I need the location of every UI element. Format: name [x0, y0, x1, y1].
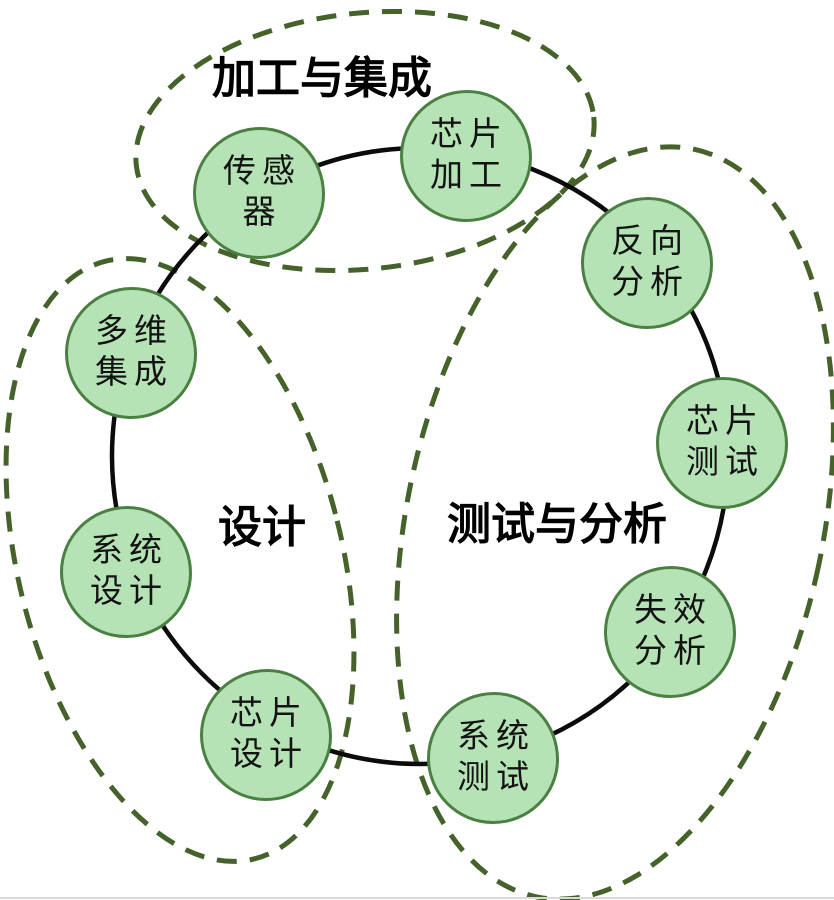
node-reverse-analysis-line1: 反向	[611, 224, 689, 260]
node-multidim-integration-line2: 集成	[95, 355, 173, 391]
node-failure-analysis-line2: 分析	[634, 634, 712, 670]
node-system-design-line1: 系统	[90, 533, 168, 569]
group-ellipse-design	[3, 256, 357, 864]
node-sensor-line1: 传感	[223, 154, 301, 190]
node-reverse-analysis[interactable]: 反向 分析	[581, 197, 713, 329]
node-chip-testing-line2: 测试	[686, 445, 764, 481]
node-chip-processing-line2: 加工	[430, 158, 508, 194]
node-multidim-integration-line1: 多维	[95, 314, 173, 350]
node-chip-testing[interactable]: 芯片 测试	[656, 377, 788, 509]
node-system-testing-line1: 系统	[457, 719, 535, 755]
node-failure-analysis-line1: 失效	[634, 593, 712, 629]
node-multidim-integration[interactable]: 多维 集成	[65, 287, 197, 419]
node-system-design-line2: 设计	[90, 574, 168, 610]
group-ellipse-testing-analysis	[394, 144, 834, 900]
node-sensor-line2: 器	[242, 195, 282, 231]
node-system-design[interactable]: 系统 设计	[60, 506, 192, 638]
node-failure-analysis[interactable]: 失效 分析	[604, 566, 736, 698]
node-chip-design-line1: 芯片	[230, 696, 308, 732]
group-ellipse-processing-integration	[133, 8, 597, 274]
node-system-testing-line2: 测试	[457, 760, 535, 796]
node-sensor[interactable]: 传感 器	[193, 127, 325, 259]
group-label-design: 设计	[218, 503, 306, 552]
node-chip-processing-line1: 芯片	[430, 117, 508, 153]
node-chip-design[interactable]: 芯片 设计	[200, 669, 332, 801]
node-chip-design-line2: 设计	[230, 737, 308, 773]
node-system-testing[interactable]: 系统 测试	[427, 692, 559, 824]
node-chip-testing-line1: 芯片	[686, 404, 764, 440]
node-chip-processing[interactable]: 芯片 加工	[400, 90, 532, 222]
slide-bottom-border	[0, 897, 834, 899]
group-label-testing-analysis: 测试与分析	[447, 500, 667, 549]
group-label-processing-integration: 加工与集成	[212, 54, 432, 103]
node-reverse-analysis-line2: 分析	[611, 265, 689, 301]
